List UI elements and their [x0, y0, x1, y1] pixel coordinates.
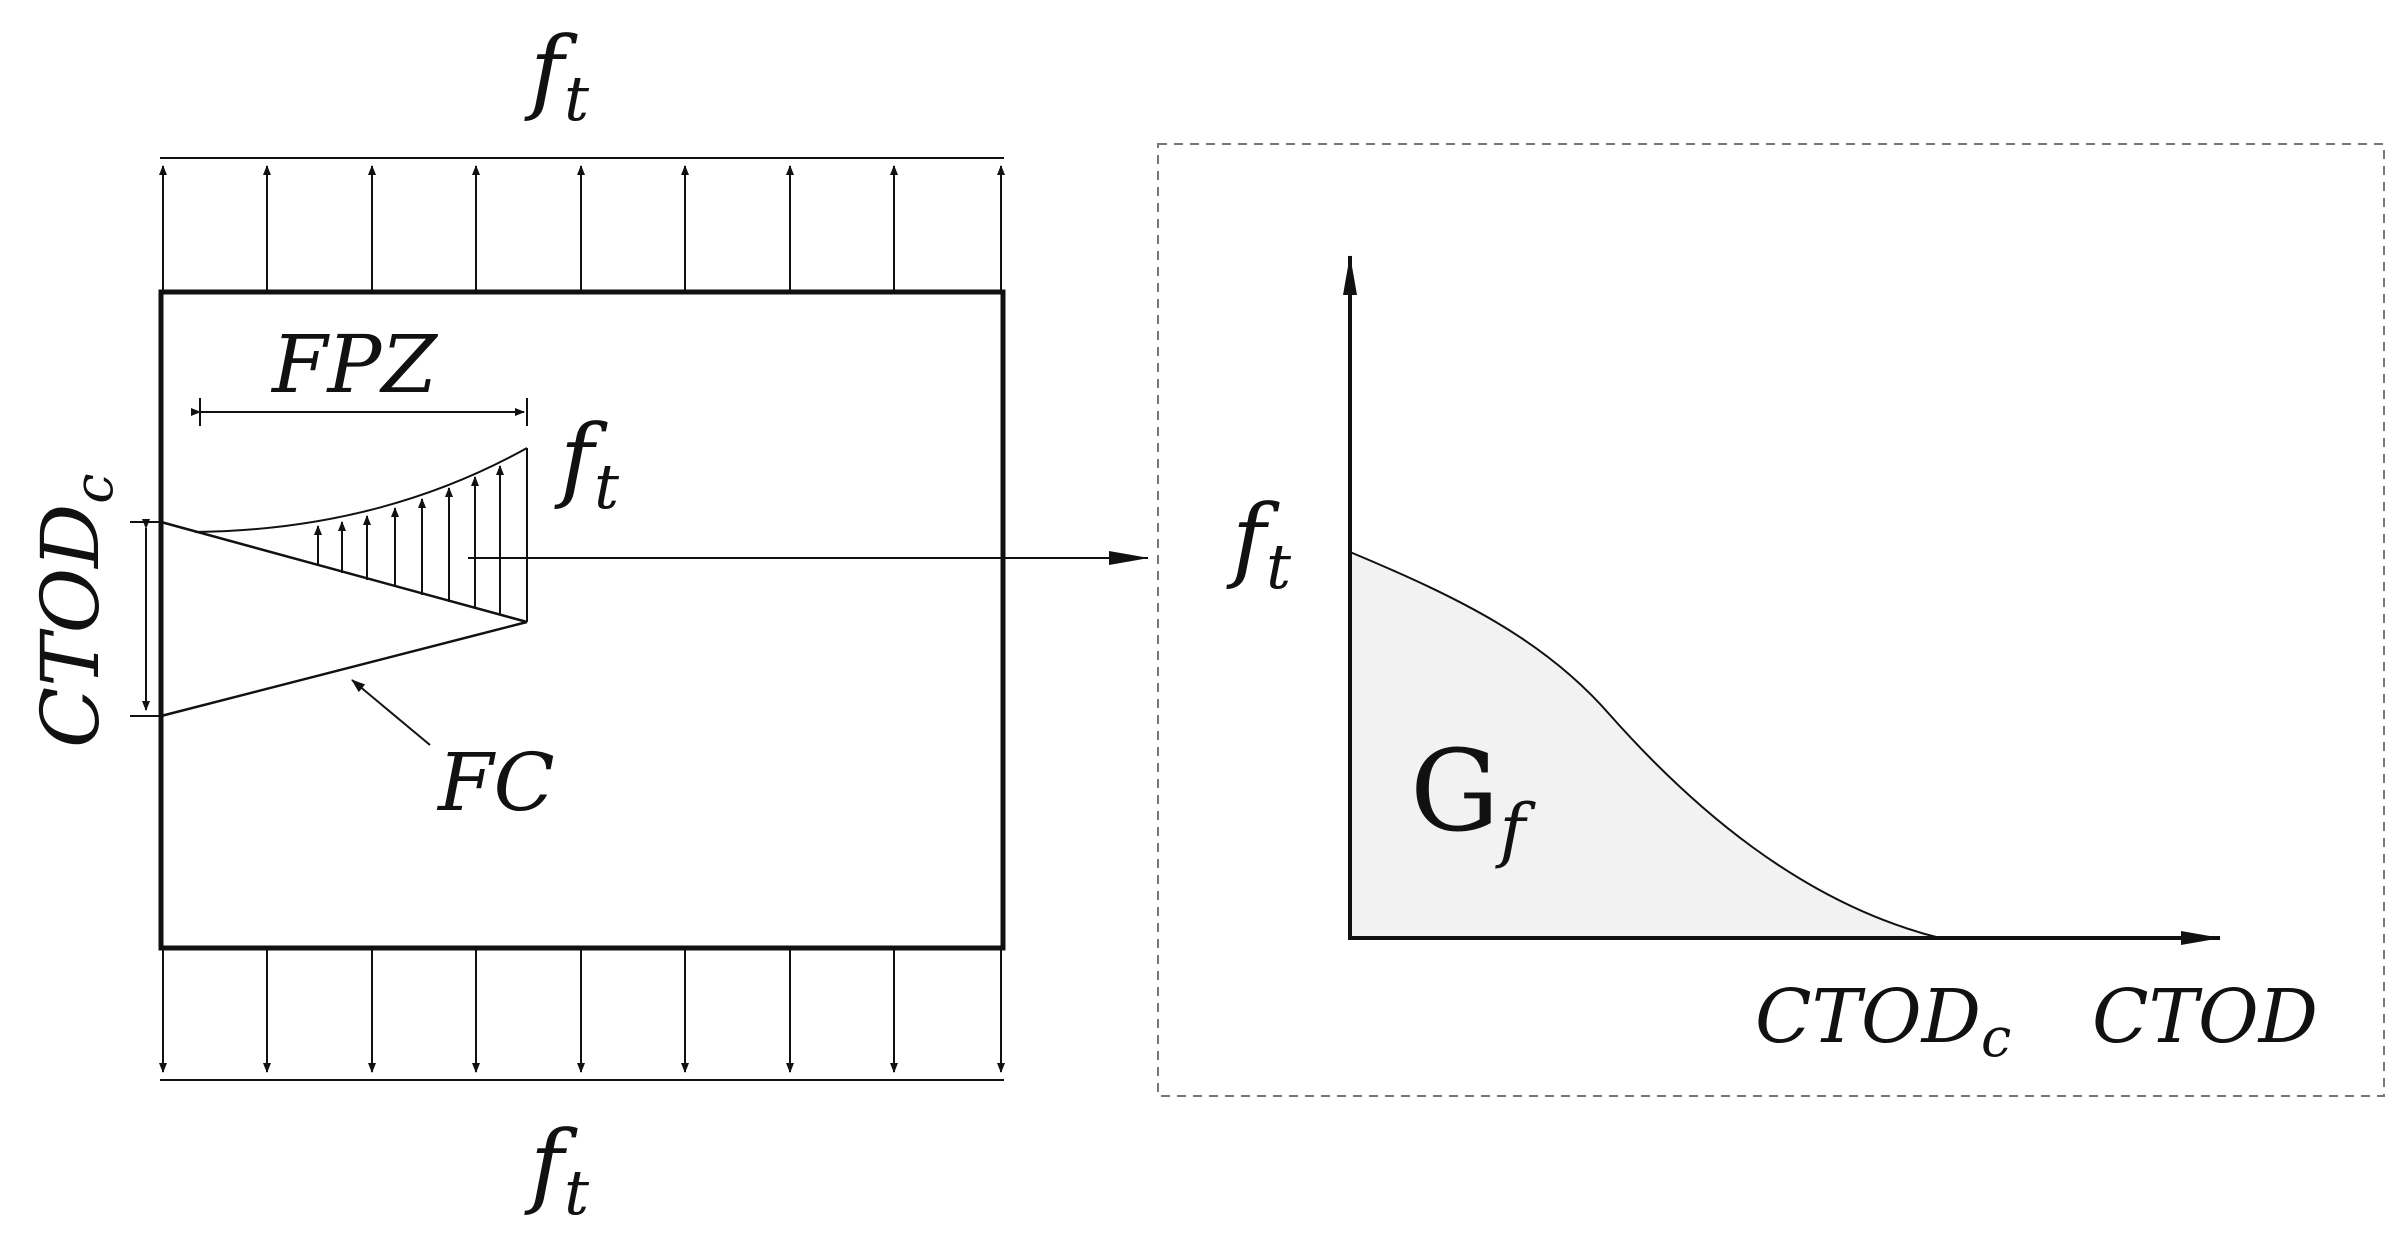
bottom-load-label: ft — [524, 1111, 589, 1229]
cohesive-stress-arrows — [314, 465, 504, 615]
x-tick-label: CTODc — [1755, 974, 2011, 1069]
specimen: ft ft ft FPZ FC CTODc — [24, 17, 1149, 1229]
tip-stress-label: ft — [554, 405, 619, 523]
specimen-body — [158, 289, 1006, 951]
fc-label: FC — [436, 736, 555, 829]
cohesive-stress-envelope — [194, 447, 528, 533]
softening-graph: ft Gf CTODc CTOD — [1157, 143, 2385, 1097]
bottom-load-arrows — [159, 948, 1005, 1073]
fc-leader — [351, 679, 431, 746]
crack-lower-face — [160, 620, 528, 718]
graph-frame — [1157, 143, 2385, 1097]
fpz-label: FPZ — [270, 318, 438, 411]
y-axis-label: ft — [1226, 485, 1291, 603]
top-load-label: ft — [524, 17, 589, 135]
softening-curve — [1349, 551, 1941, 939]
x-axis-label: CTOD — [2092, 974, 2318, 1060]
crack-upper-face — [160, 520, 528, 624]
fracture-energy-area — [1350, 552, 1940, 938]
ctod-side-label: CTODc — [24, 473, 125, 748]
top-load-arrows — [159, 165, 1005, 292]
